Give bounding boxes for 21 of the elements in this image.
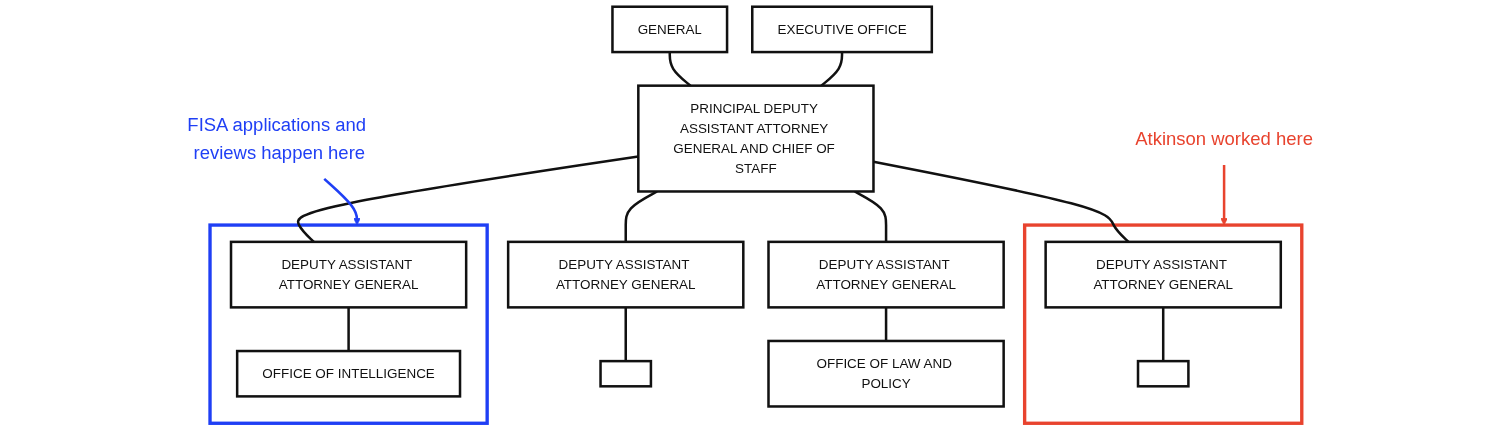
node-box xyxy=(1136,359,1190,388)
node-box: GENERAL xyxy=(611,5,729,54)
node-text: FISA applications and reviews happen here xyxy=(187,114,367,163)
arrow xyxy=(323,177,361,226)
connector xyxy=(884,307,888,341)
connector xyxy=(624,307,628,362)
cluster xyxy=(208,223,489,425)
node-box: OFFICE OF INTELLIGENCE xyxy=(235,349,462,398)
node-box: OFFICE OF LAW AND POLICY xyxy=(767,339,1005,408)
node-box: DEPUTY ASSISTANT ATTORNEY GENERAL xyxy=(767,240,1005,309)
node-box: DEPUTY ASSISTANT ATTORNEY GENERAL xyxy=(1044,240,1283,309)
connector xyxy=(1162,307,1165,362)
connector xyxy=(347,307,350,352)
cluster xyxy=(1023,223,1304,425)
arrow xyxy=(1220,165,1228,226)
node-box: PRINCIPAL DEPUTY ASSISTANT ATTORNEY GENERAL AND CHIEF OF STAFF xyxy=(637,84,875,193)
node-text: Atkinson worked here xyxy=(1135,128,1313,150)
node-box: DEPUTY ASSISTANT ATTORNEY GENERAL xyxy=(506,240,745,309)
node-box xyxy=(599,359,653,388)
node-box: DEPUTY ASSISTANT ATTORNEY GENERAL xyxy=(229,240,468,309)
node-box: EXECUTIVE OFFICE xyxy=(751,5,934,54)
